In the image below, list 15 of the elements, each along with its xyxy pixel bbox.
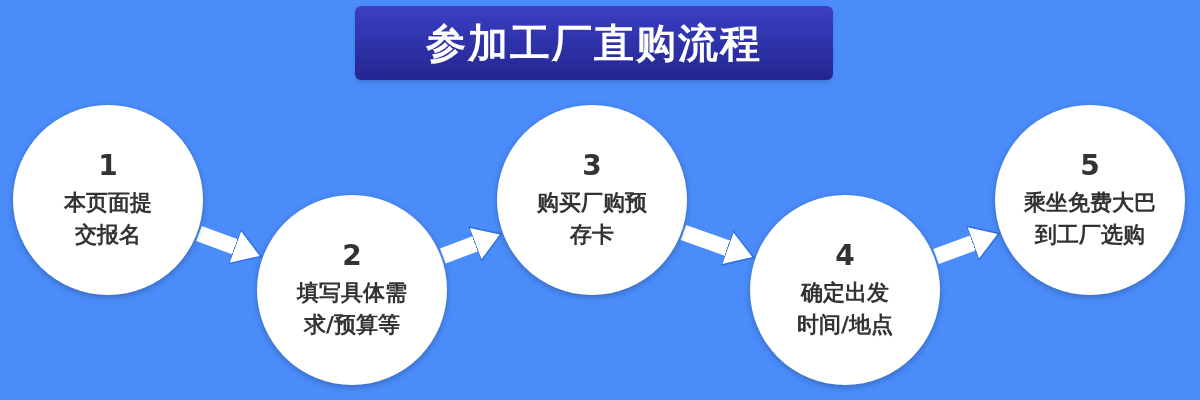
step-text: 乘坐免费大巴到工厂选购 <box>1023 189 1157 249</box>
block-arrow <box>680 224 755 266</box>
step-number: 5 <box>1080 149 1100 183</box>
step-number: 4 <box>835 239 855 273</box>
step-text: 填写具体需求/预算等 <box>295 279 408 339</box>
step-number: 1 <box>98 149 118 183</box>
block-arrow <box>440 226 502 264</box>
step-text: 确定出发时间/地点 <box>796 279 894 339</box>
step-text: 本页面提交报名 <box>63 189 153 249</box>
step-text: 购买厂购预存卡 <box>536 189 648 249</box>
block-arrow <box>196 226 262 265</box>
step-number: 3 <box>582 149 602 183</box>
step-number: 2 <box>342 239 362 273</box>
block-arrow <box>933 225 1000 265</box>
title-banner: 参加工厂直购流程 <box>355 6 833 80</box>
